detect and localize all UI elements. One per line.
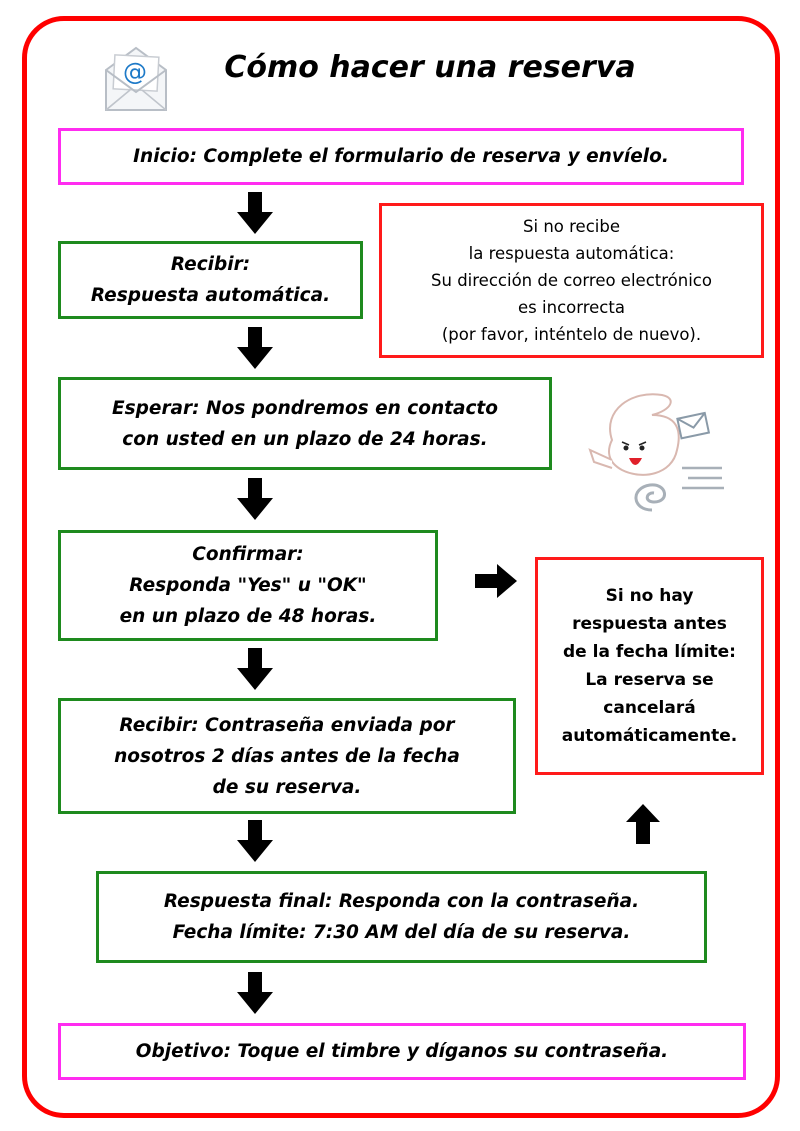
email-envelope-icon: @: [105, 46, 167, 111]
step-line: Fecha límite: 7:30 AM del día de su rese…: [172, 922, 631, 943]
start-box: Inicio: Complete el formulario de reserv…: [58, 128, 744, 185]
step-line: Recibir:: [170, 254, 251, 275]
arrow-down-icon: [237, 820, 273, 862]
note-line: (por favor, inténtelo de nuevo).: [441, 325, 702, 344]
rabbit-messenger-illustration: [588, 393, 724, 512]
note-line: Si no recibe: [523, 217, 620, 236]
note-line: la respuesta automática:: [468, 244, 675, 263]
note-line: respuesta antes: [572, 614, 727, 634]
note-line: La reserva se: [585, 670, 714, 690]
note-line: Su dirección de correo electrónico: [431, 271, 712, 290]
arrow-down-icon: [237, 192, 273, 234]
svg-text:@: @: [123, 58, 147, 86]
arrow-down-icon: [237, 648, 273, 690]
step-line: Respuesta automática.: [90, 285, 331, 306]
step-line: nosotros 2 días antes de la fecha: [114, 745, 460, 767]
goal-box: Objetivo: Toque el timbre y díganos su c…: [58, 1023, 746, 1080]
step-line: Respuesta final: Responda con la contras…: [163, 891, 640, 912]
step-final-reply: Respuesta final: Responda con la contras…: [96, 871, 707, 963]
step-line: de su reserva.: [212, 776, 362, 798]
step-line: Esperar: Nos pondremos en contacto: [112, 397, 498, 419]
note-line: cancelará: [603, 698, 696, 718]
goal-text: Objetivo: Toque el timbre y díganos su c…: [135, 1041, 669, 1062]
note-line: es incorrecta: [518, 298, 625, 317]
note-line: Si no hay: [605, 586, 694, 606]
arrow-down-icon: [237, 327, 273, 369]
start-text: Inicio: Complete el formulario de reserv…: [133, 146, 669, 167]
page-frame: [22, 16, 780, 1118]
note-line: de la fecha límite:: [563, 642, 736, 662]
page-title: Cómo hacer una reserva: [224, 50, 636, 85]
step-line: en un plazo de 48 horas.: [119, 606, 377, 627]
arrow-right-icon: [475, 564, 517, 598]
step-wait: Esperar: Nos pondremos en contacto con us…: [58, 377, 552, 470]
arrow-down-icon: [237, 478, 273, 520]
step-line: Recibir: Contraseña enviada por: [119, 714, 455, 736]
step-receive-auto-reply: Recibir: Respuesta automática.: [58, 241, 363, 319]
note-no-reply-deadline: Si no hay respuesta antes de la fecha lími…: [535, 557, 764, 775]
arrow-up-icon: [626, 804, 660, 844]
arrow-down-icon: [237, 972, 273, 1014]
step-line: Responda "Yes" u "OK": [129, 575, 367, 596]
note-line: automáticamente.: [561, 726, 738, 746]
note-no-auto-reply: Si no recibe la respuesta automática: Su d…: [379, 203, 764, 358]
step-receive-password: Recibir: Contraseña enviada por nosotros …: [58, 698, 516, 814]
step-line: Confirmar:: [192, 544, 304, 565]
step-line: con usted en un plazo de 24 horas.: [122, 428, 488, 450]
step-confirm: Confirmar: Responda "Yes" u "OK" en un pla…: [58, 530, 438, 641]
